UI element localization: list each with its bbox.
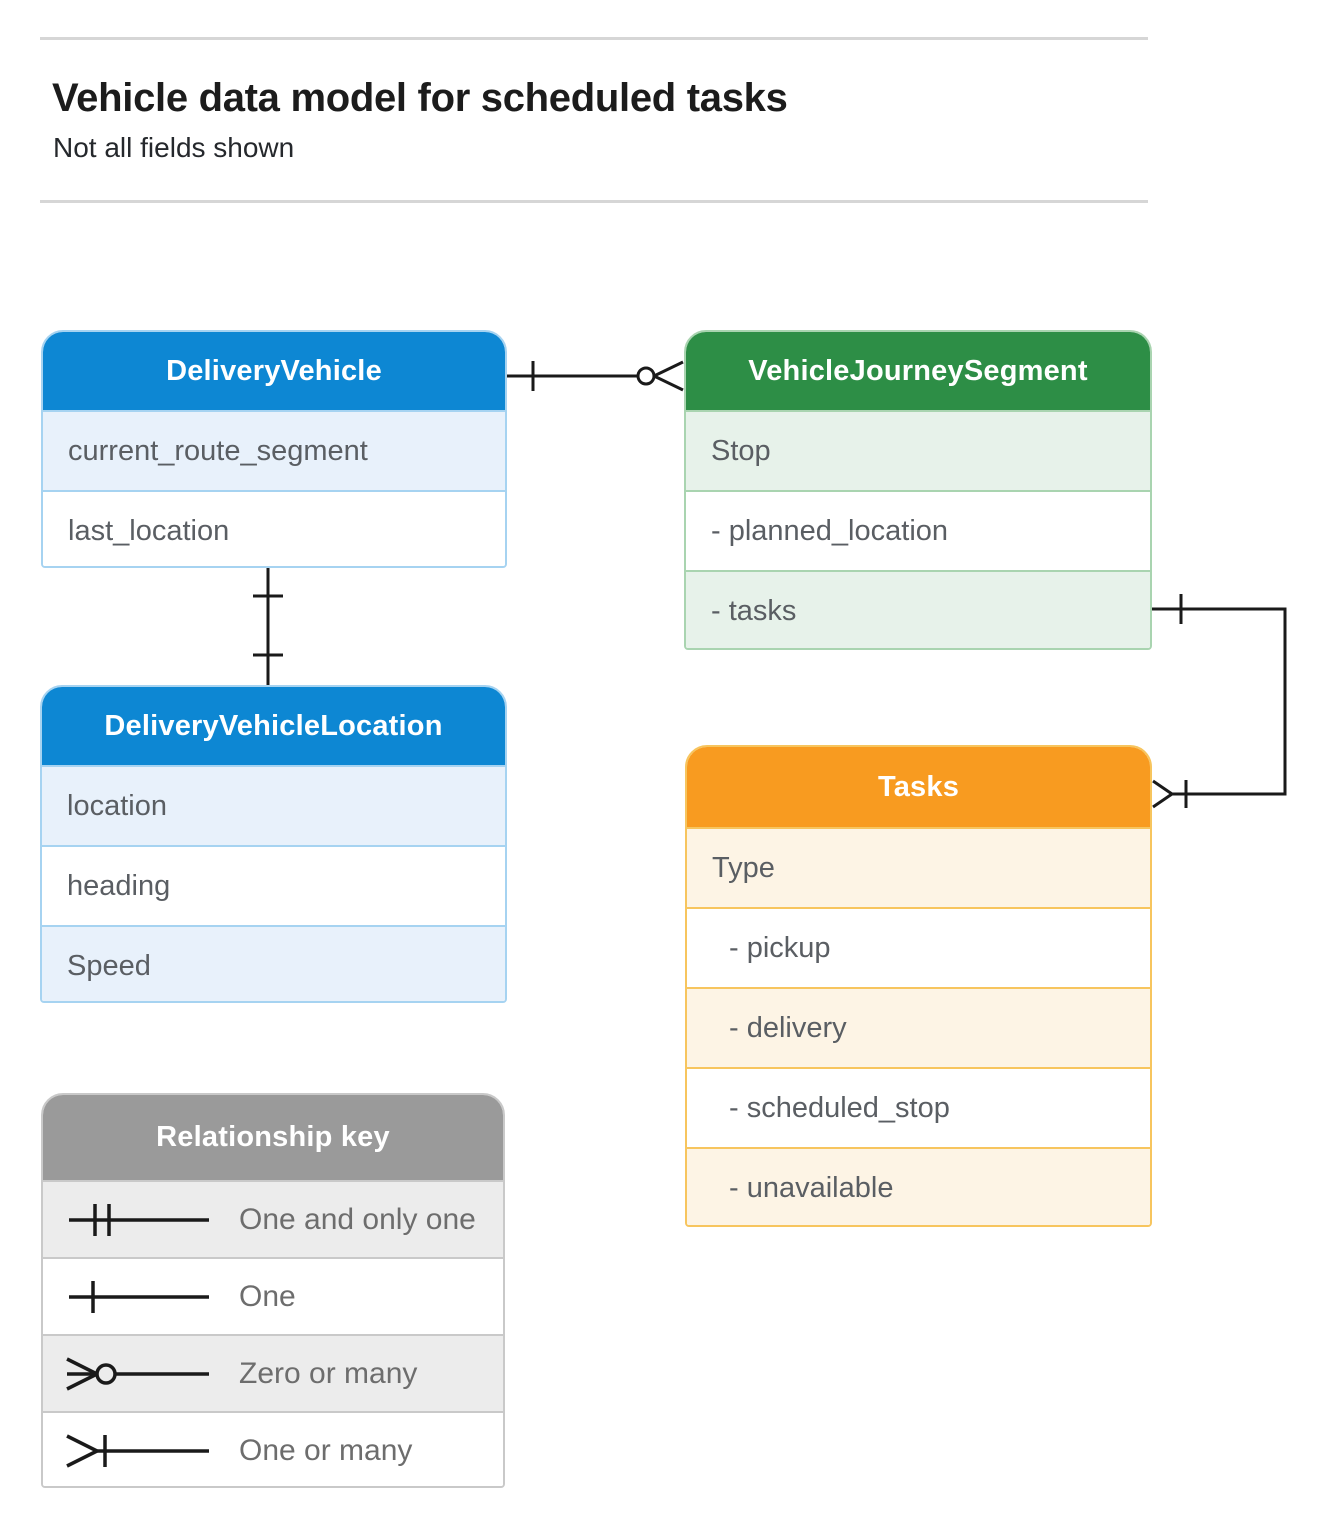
connector-vehiclejourneysegment-tasks: [1152, 594, 1287, 809]
field-speed: Speed: [42, 925, 505, 1001]
legend-item-label: One or many: [239, 1433, 413, 1467]
entity-delivery-vehicle-location-title: DeliveryVehicleLocation: [42, 687, 505, 765]
entity-vehicle-journey-segment-title: VehicleJourneySegment: [686, 332, 1150, 410]
legend-item-one-or-many: One or many: [43, 1411, 503, 1486]
field-planned-location: - planned_location: [686, 490, 1150, 570]
field-tasks: - tasks: [686, 570, 1150, 648]
field-location: location: [42, 765, 505, 845]
header-divider: [40, 200, 1148, 203]
legend-item-one-and-only-one: One and only one: [43, 1180, 503, 1257]
connector-deliveryvehicle-vehiclejourneysegment: [507, 360, 684, 392]
field-pickup: - pickup: [687, 907, 1150, 987]
zero-or-many-symbol: [66, 1356, 209, 1391]
field-stop: Stop: [686, 410, 1150, 490]
legend-item-label: One: [239, 1279, 296, 1313]
field-heading: heading: [42, 845, 505, 925]
field-delivery: - delivery: [687, 987, 1150, 1067]
one-and-only-one-symbol: [69, 1203, 209, 1236]
entity-vehicle-journey-segment: VehicleJourneySegment Stop - planned_loc…: [684, 330, 1152, 650]
entity-delivery-vehicle-title: DeliveryVehicle: [43, 332, 505, 410]
page-title: Vehicle data model for scheduled tasks: [52, 76, 788, 120]
field-last-location: last_location: [43, 490, 505, 566]
relationship-key: Relationship key One and only one One: [41, 1093, 505, 1488]
entity-tasks-title: Tasks: [687, 747, 1150, 827]
connector-deliveryvehicle-deliveryvehiclelocation: [253, 568, 283, 685]
legend-item-zero-or-many: Zero or many: [43, 1334, 503, 1411]
page-subtitle: Not all fields shown: [53, 132, 295, 163]
one-or-many-symbol: [66, 1433, 209, 1468]
field-current-route-segment: current_route_segment: [43, 410, 505, 490]
entity-tasks: Tasks Type - pickup - delivery - schedul…: [685, 745, 1152, 1227]
top-divider: [40, 37, 1148, 40]
legend-item-one: One: [43, 1257, 503, 1334]
legend-item-label: One and only one: [239, 1202, 476, 1236]
field-type: Type: [687, 827, 1150, 907]
entity-delivery-vehicle: DeliveryVehicle current_route_segment la…: [41, 330, 507, 568]
entity-delivery-vehicle-location: DeliveryVehicleLocation location heading…: [40, 685, 507, 1003]
field-unavailable: - unavailable: [687, 1147, 1150, 1225]
one-symbol: [69, 1280, 209, 1313]
legend-item-label: Zero or many: [239, 1356, 418, 1390]
relationship-key-title: Relationship key: [43, 1095, 503, 1180]
field-scheduled-stop: - scheduled_stop: [687, 1067, 1150, 1147]
